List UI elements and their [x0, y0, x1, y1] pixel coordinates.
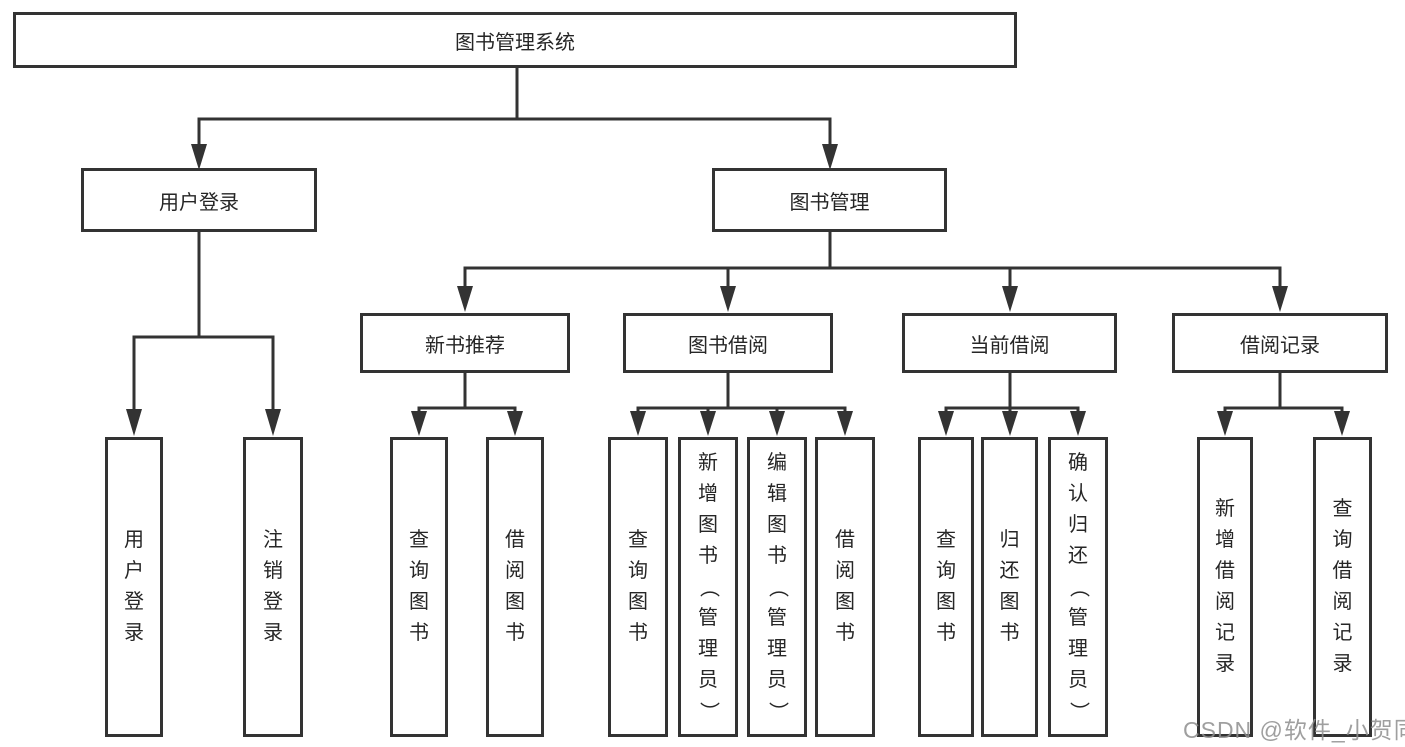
leaf-query-books-borrow: 查询图书: [608, 437, 668, 737]
connector-root-to-level2: [197, 64, 832, 149]
node-current-borrow: 当前借阅: [902, 313, 1117, 373]
arrowheads-bookborrow: [630, 411, 853, 436]
leaf-borrow-books: 借阅图书: [815, 437, 875, 737]
leaf-edit-book-admin-label: 编辑图书（管理员）: [766, 451, 789, 722]
leaf-add-borrow-record: 新增借阅记录: [1197, 437, 1253, 737]
leaf-add-book-admin: 新增图书（管理员）: [678, 437, 738, 737]
arrowheads-newbook: [411, 411, 523, 436]
leaf-confirm-return-admin-label: 确认归还（管理员）: [1067, 451, 1090, 722]
arrowheads-userlogin: [126, 409, 281, 436]
leaf-add-book-admin-label: 新增图书（管理员）: [697, 451, 720, 722]
connector-records-to-leaves: [1223, 369, 1344, 416]
node-new-book-recommend-label: 新书推荐: [425, 334, 505, 357]
leaf-query-books-recommend: 查询图书: [390, 437, 448, 737]
arrowheads-level3: [457, 286, 1288, 312]
leaf-return-book-label: 归还图书: [999, 529, 1020, 644]
node-new-book-recommend: 新书推荐: [360, 313, 570, 373]
leaf-query-books-current: 查询图书: [918, 437, 974, 737]
leaf-logout: 注销登录: [243, 437, 303, 737]
leaf-user-login: 用户登录: [105, 437, 163, 737]
node-root: 图书管理系统: [13, 12, 1017, 68]
leaf-query-books-borrow-label: 查询图书: [628, 529, 648, 644]
leaf-borrow-books-recommend-label: 借阅图书: [505, 529, 525, 644]
leaf-query-borrow-record: 查询借阅记录: [1313, 437, 1372, 737]
node-borrow-records-label: 借阅记录: [1240, 334, 1320, 357]
node-book-management: 图书管理: [712, 168, 947, 232]
connector-newbook-to-leaves: [417, 369, 517, 416]
node-borrow-records: 借阅记录: [1172, 313, 1388, 373]
leaf-add-borrow-record-label: 新增借阅记录: [1215, 498, 1235, 675]
connector-currentborrow-to-leaves: [944, 369, 1080, 416]
leaf-query-books-recommend-label: 查询图书: [409, 529, 429, 644]
arrowheads-level2: [191, 144, 838, 170]
leaf-confirm-return-admin: 确认归还（管理员）: [1048, 437, 1108, 737]
node-user-login-label: 用户登录: [159, 191, 239, 214]
leaf-borrow-books-label: 借阅图书: [835, 529, 855, 644]
arrowheads-currentborrow: [938, 411, 1086, 436]
leaf-query-books-current-label: 查询图书: [936, 529, 956, 644]
csdn-watermark: CSDN @软件_小贺同学: [1183, 717, 1405, 743]
leaf-edit-book-admin: 编辑图书（管理员）: [747, 437, 807, 737]
node-current-borrow-label: 当前借阅: [969, 334, 1050, 357]
leaf-query-borrow-record-label: 查询借阅记录: [1332, 498, 1353, 675]
node-book-management-label: 图书管理: [789, 191, 870, 214]
leaf-user-login-label: 用户登录: [124, 529, 144, 644]
leaf-borrow-books-recommend: 借阅图书: [486, 437, 544, 737]
connector-bookmgmt-to-level3: [463, 228, 1282, 291]
node-root-label: 图书管理系统: [455, 31, 575, 54]
arrowheads-records: [1217, 411, 1350, 436]
node-user-login: 用户登录: [81, 168, 317, 232]
leaf-return-book: 归还图书: [981, 437, 1038, 737]
node-book-borrow-label: 图书借阅: [688, 334, 768, 357]
leaf-logout-label: 注销登录: [263, 529, 283, 644]
connector-bookborrow-to-leaves: [636, 369, 847, 416]
connector-userlogin-to-leaves: [132, 228, 275, 414]
node-book-borrow: 图书借阅: [623, 313, 833, 373]
